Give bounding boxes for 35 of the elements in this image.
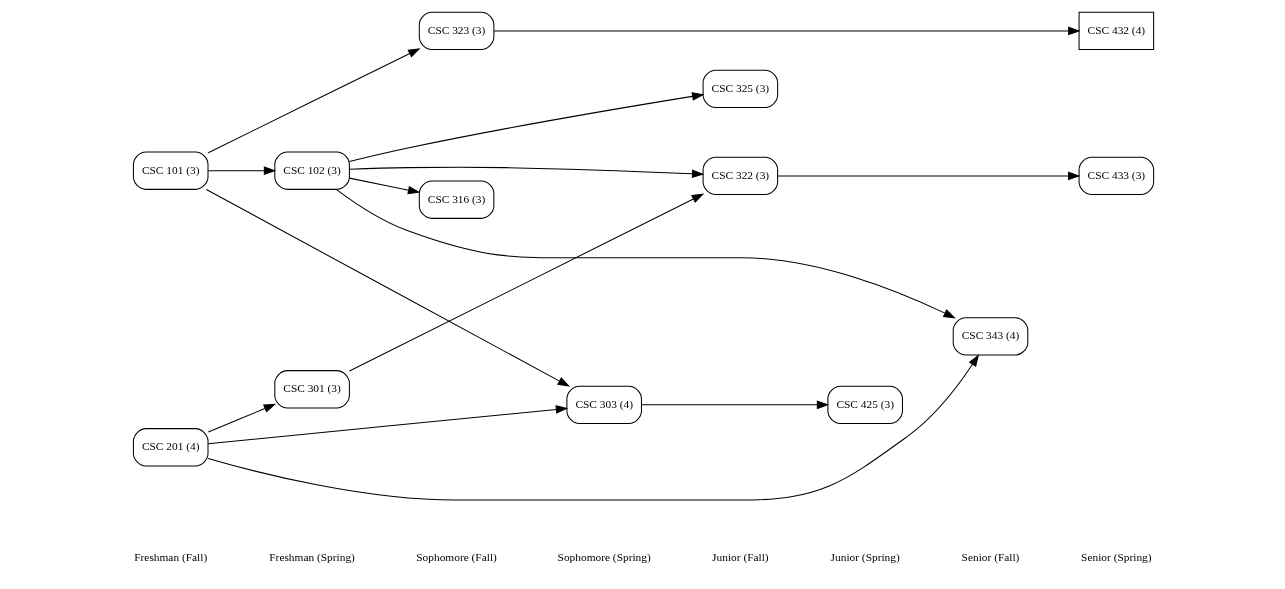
label: Sophomore (Spring): [557, 551, 651, 563]
arrow: [205, 188, 571, 387]
arrow: [640, 400, 830, 410]
label: Junior (Fall): [712, 551, 769, 563]
node-box: CSC 303 (4): [566, 385, 642, 424]
arrow: [348, 193, 705, 372]
label: Senior (Spring): [1081, 551, 1152, 563]
arrow: [207, 403, 277, 433]
arrow: [777, 171, 1081, 181]
arrow: [207, 405, 569, 445]
arrow: [207, 48, 421, 154]
arrow: [348, 92, 705, 162]
label: Junior (Spring): [830, 551, 900, 563]
label: Sophomore (Fall): [416, 551, 497, 563]
node-box: CSC 322 (3): [702, 156, 779, 196]
node-box: CSC 201 (4): [132, 428, 209, 467]
label: Freshman (Fall): [134, 551, 208, 563]
arrow: [207, 166, 277, 176]
arrow: [336, 189, 956, 319]
arrow: [493, 26, 1081, 36]
node-box: CSC 325 (3): [702, 69, 779, 109]
node-box: CSC 323 (3): [418, 11, 495, 51]
label: Freshman (Spring): [269, 551, 355, 563]
node-box: CSC 425 (3): [827, 385, 903, 424]
node-box: CSC 102 (3): [274, 151, 350, 190]
node-box: CSC 343 (4): [952, 317, 1029, 356]
node-box: CSC 433 (3): [1078, 156, 1155, 196]
node-box: CSC 432 (4): [1078, 11, 1155, 51]
node-box: CSC 101 (3): [132, 151, 209, 190]
arrow: [348, 177, 421, 195]
arrow: [207, 354, 980, 501]
node-box: CSC 301 (3): [274, 370, 350, 409]
label: Senior (Fall): [961, 551, 1020, 563]
node-box: CSC 316 (3): [418, 180, 495, 219]
arrow: [349, 166, 705, 179]
